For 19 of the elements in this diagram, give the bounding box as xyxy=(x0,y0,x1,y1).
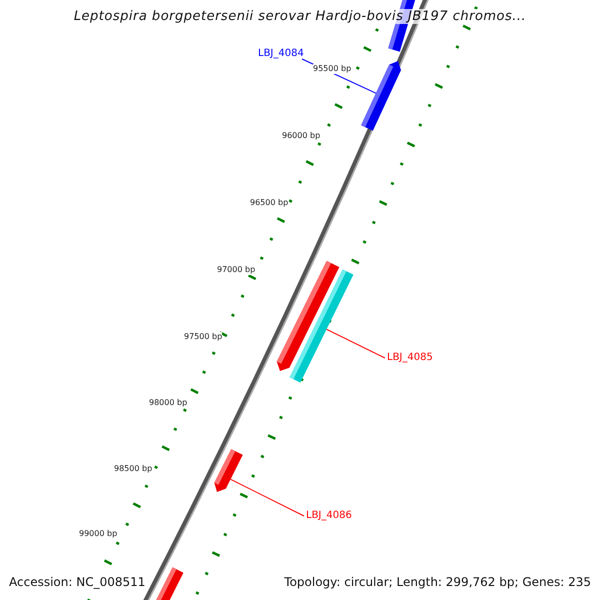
position-label: 95500 bp xyxy=(313,64,352,74)
gene-arrow xyxy=(290,269,354,383)
position-label: 97000 bp xyxy=(217,265,256,275)
gene-label: LBJ_4086 xyxy=(306,510,352,522)
position-label: 96000 bp xyxy=(282,131,320,141)
gene-arrow xyxy=(214,449,243,492)
leader-line xyxy=(326,328,386,358)
gene-arrow xyxy=(154,567,184,600)
gene-label: LBJ_4084 xyxy=(258,48,304,60)
position-label: 98000 bp xyxy=(149,398,188,408)
gene-arrow xyxy=(361,61,401,131)
position-label: 97500 bp xyxy=(184,332,222,342)
accession-text: Accession: NC_008511 xyxy=(9,575,146,589)
position-label: 98500 bp xyxy=(114,464,152,474)
summary-text: Topology: circular; Length: 299,762 bp; Genes: 235 xyxy=(284,575,591,589)
gene-label: LBJ_4085 xyxy=(387,352,433,364)
position-label: 99000 bp xyxy=(79,529,118,539)
position-label: 96500 bp xyxy=(250,198,288,208)
leader-line xyxy=(230,478,304,516)
